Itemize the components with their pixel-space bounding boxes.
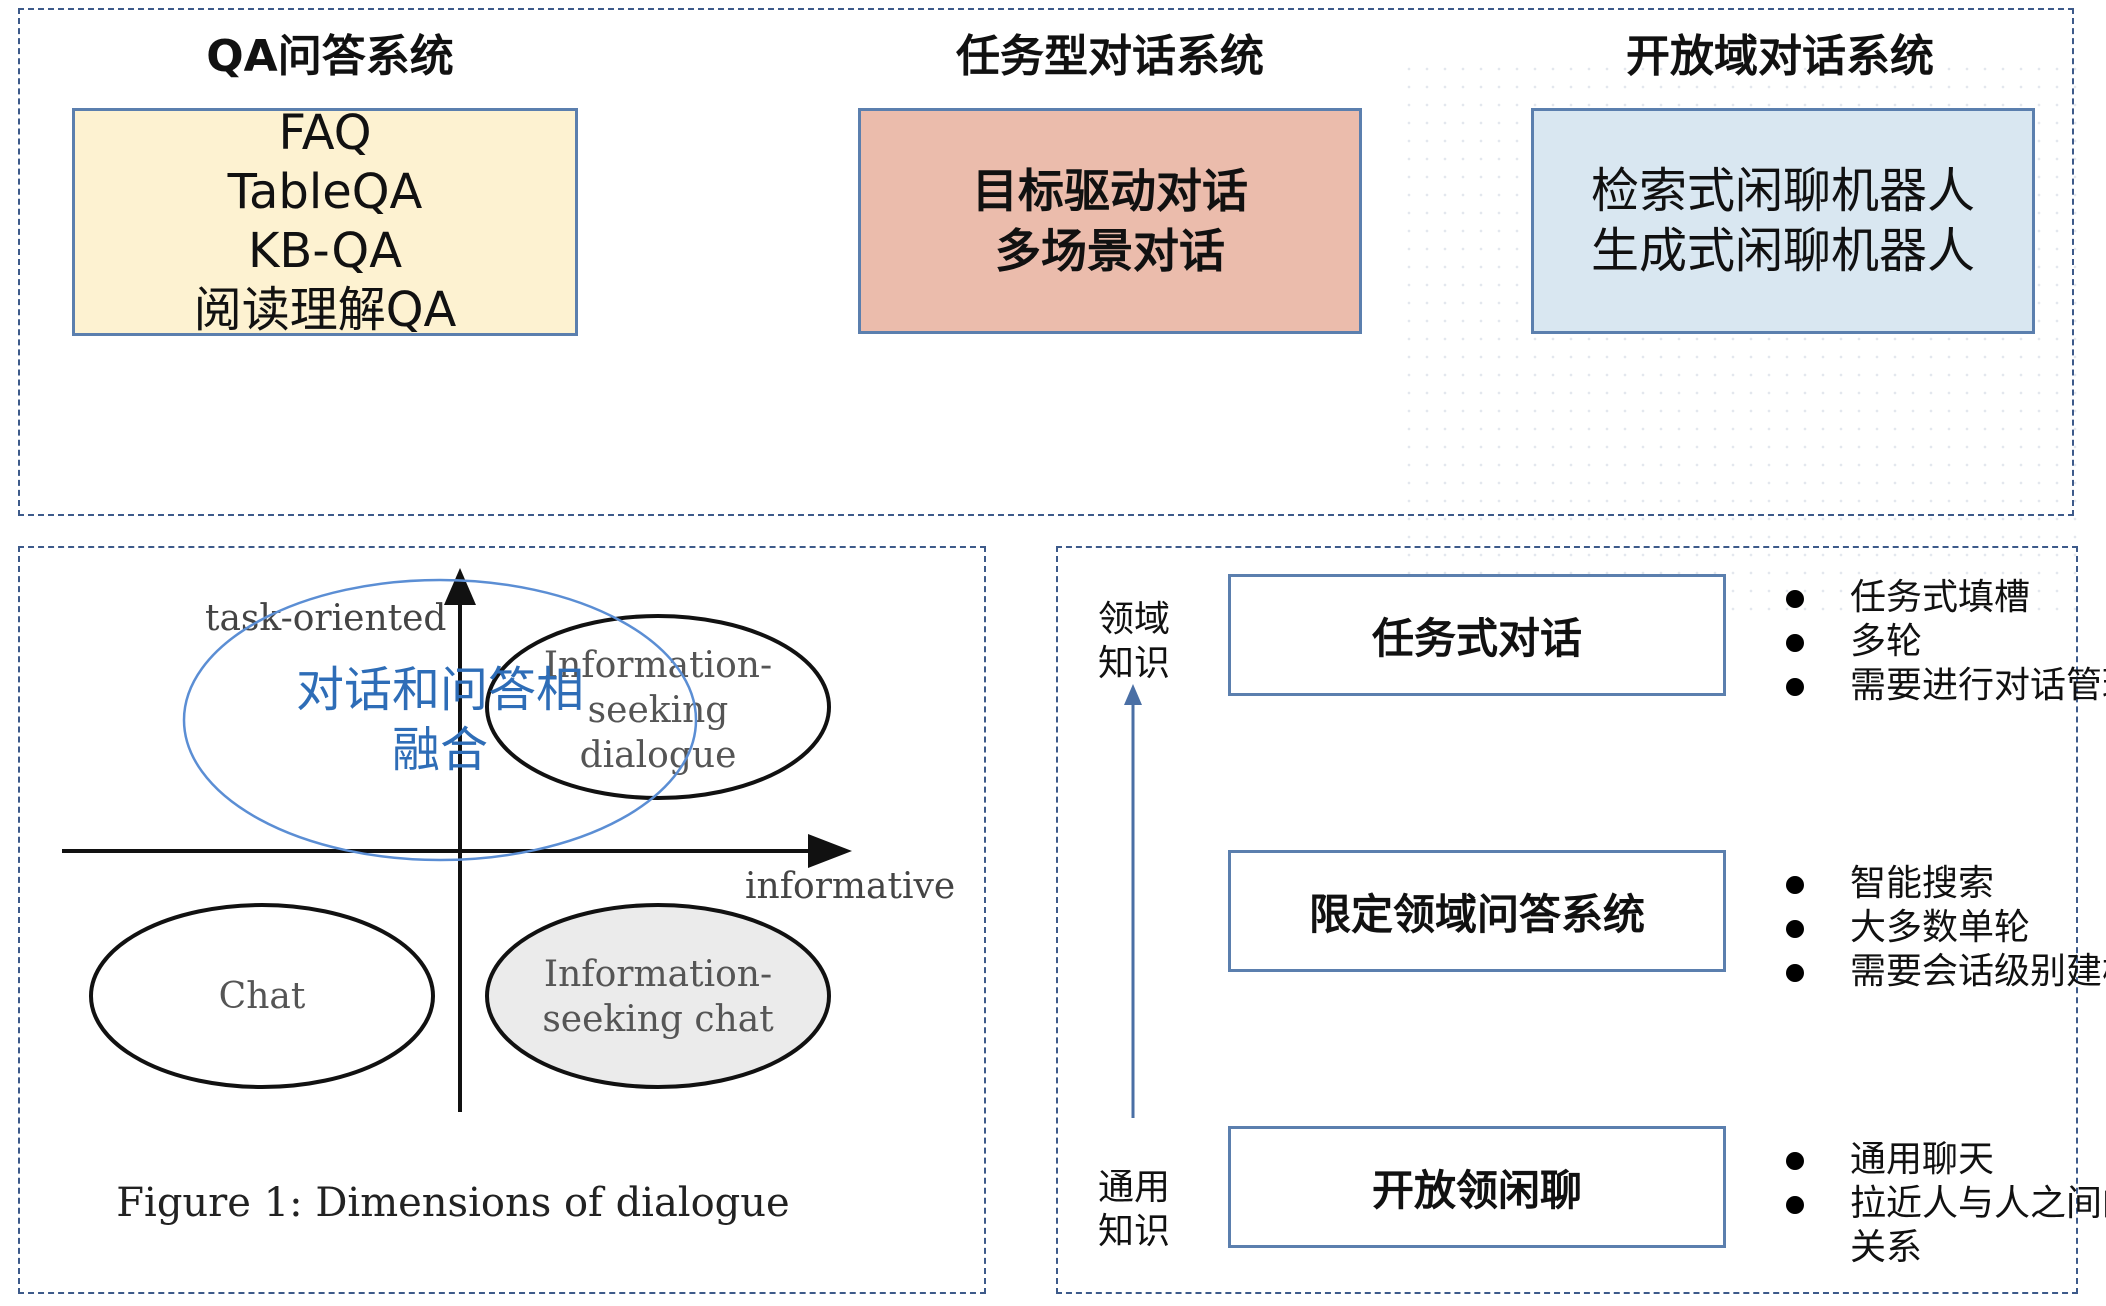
ellipse-text: seeking xyxy=(588,690,729,731)
open-item: 检索式闲聊机器人 xyxy=(1590,163,1975,219)
information-seeking-dialogue-ellipse xyxy=(485,614,831,800)
list-item: 任务式填槽 xyxy=(1780,576,2106,620)
knowledge-spectrum-panel xyxy=(1056,546,2078,1294)
domain-knowledge-label: 领域 知识 xyxy=(1097,599,1170,684)
ellipse-text: seeking chat xyxy=(542,999,774,1040)
task-dialogue-box: 任务式对话 xyxy=(1228,574,1726,696)
list-item: 智能搜索 xyxy=(1780,862,2106,906)
qa-item: TableQA xyxy=(227,164,423,220)
task-item: 目标驱动对话 xyxy=(972,164,1248,218)
qa-item: FAQ xyxy=(278,105,372,161)
task-dialogue-bullets: 任务式填槽 多轮 需要进行对话管理 xyxy=(1780,576,2106,708)
ellipse-text: dialogue xyxy=(580,735,737,776)
fusion-overlay-text: 对话和问答相 融合 xyxy=(295,662,584,778)
general-knowledge-label: 通用 知识 xyxy=(1097,1167,1170,1252)
task-system-title: 任务型对话系统 xyxy=(956,31,1264,82)
ellipse-text: Chat xyxy=(219,976,306,1017)
y-axis-arrow-icon xyxy=(444,568,476,605)
qa-system-box: FAQ TableQA KB-QA 阅读理解QA xyxy=(72,105,578,338)
ellipse-text: Information- xyxy=(544,645,772,686)
domain-qa-bullets: 智能搜索 大多数单轮 需要会话级别建模 xyxy=(1780,862,2106,994)
list-item: 多轮 xyxy=(1780,620,2106,664)
x-axis-label: informative xyxy=(745,866,955,907)
domain-qa-box: 限定领域问答系统 xyxy=(1228,850,1726,972)
task-system-box: 目标驱动对话 多场景对话 xyxy=(858,108,1362,334)
task-item: 多场景对话 xyxy=(995,224,1225,278)
dialogue-dimensions-panel xyxy=(18,546,986,1294)
information-seeking-chat-ellipse xyxy=(485,903,831,1089)
list-item: 大多数单轮 xyxy=(1780,906,2106,950)
list-item: 需要进行对话管理 xyxy=(1780,664,2106,708)
list-item: 通用聊天 xyxy=(1780,1138,2106,1182)
qa-item: KB-QA xyxy=(247,223,403,279)
list-item: 需要会话级别建模 xyxy=(1780,950,2106,994)
chat-ellipse xyxy=(89,903,435,1089)
open-item: 生成式闲聊机器人 xyxy=(1590,223,1975,279)
qa-system-title: QA问答系统 xyxy=(206,31,454,82)
list-item: 拉近人与人之间的关系 xyxy=(1780,1182,2106,1270)
system-types-panel xyxy=(18,8,2074,516)
open-chat-box: 开放领闲聊 xyxy=(1228,1126,1726,1248)
open-chat-bullets: 通用聊天 拉近人与人之间的关系 xyxy=(1780,1138,2106,1270)
ellipse-text: Information- xyxy=(544,954,772,995)
y-axis-label: task-oriented xyxy=(205,598,446,639)
open-system-title: 开放域对话系统 xyxy=(1626,31,1934,82)
qa-item: 阅读理解QA xyxy=(193,282,457,338)
figure-caption: Figure 1: Dimensions of dialogue xyxy=(116,1180,789,1226)
x-axis-arrow-icon xyxy=(808,834,852,868)
open-system-box: 检索式闲聊机器人 生成式闲聊机器人 xyxy=(1531,108,2035,334)
fusion-highlight-ellipse xyxy=(182,578,698,862)
knowledge-axis-arrow-icon xyxy=(1124,684,1142,705)
